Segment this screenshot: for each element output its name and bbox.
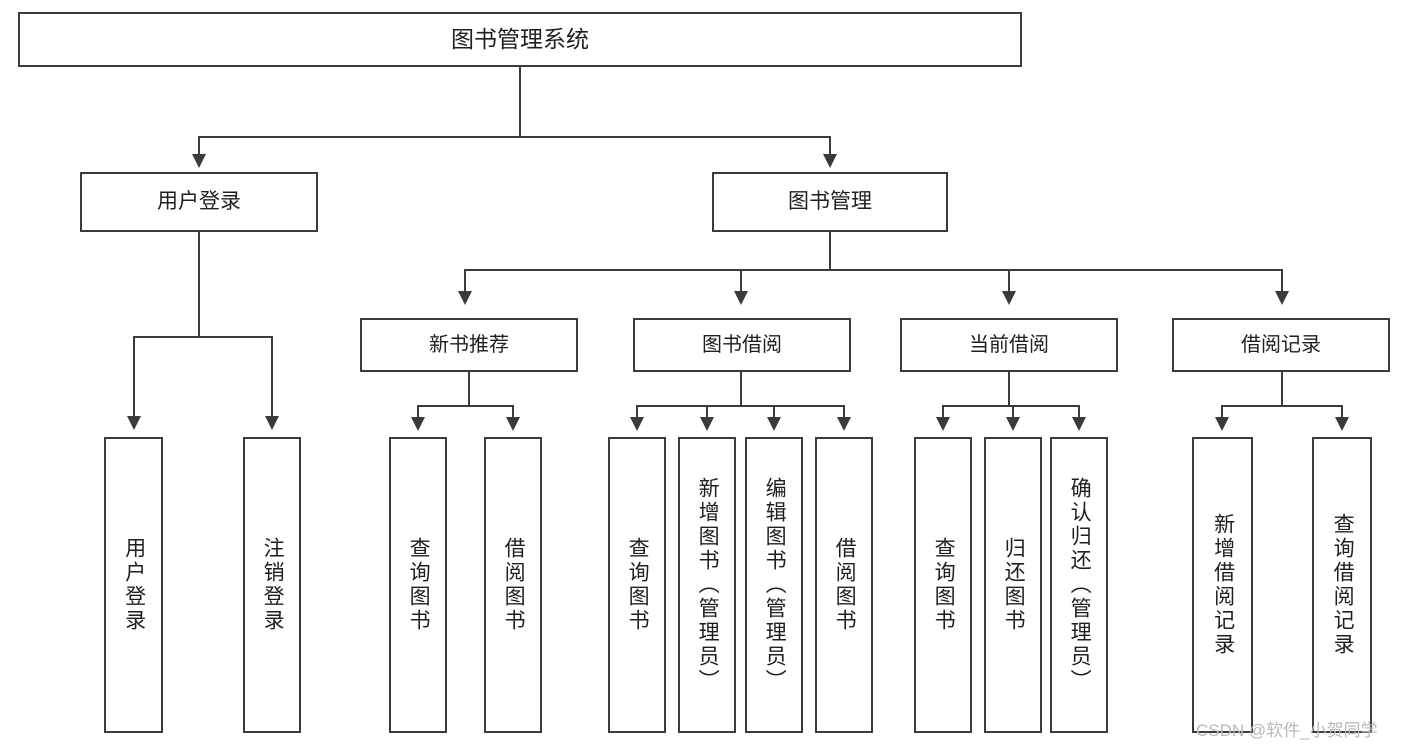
leaf-borrow-book-nbr[interactable]: 借阅图书 <box>484 437 542 733</box>
edge-book-manage-stem <box>829 232 831 270</box>
node-label: 图书管理系统 <box>451 26 589 53</box>
leaf-logout[interactable]: 注销登录 <box>243 437 301 733</box>
node-label: 归还图书 <box>1002 537 1026 633</box>
edge-borrow-record-stem <box>1281 372 1283 406</box>
leaf-query-borrow-record[interactable]: 查询借阅记录 <box>1312 437 1372 733</box>
edge-current-borrow-stem <box>1008 372 1010 406</box>
edge-to-borrow-record <box>1281 269 1283 293</box>
leaf-query-book-cb[interactable]: 查询图书 <box>914 437 972 733</box>
arrow-bb-child-1 <box>630 417 644 431</box>
edge-bb-child-4 <box>843 405 845 419</box>
edge-user-login-to-leaf-1 <box>133 336 135 418</box>
node-label: 图书借阅 <box>702 333 782 356</box>
edge-nbr-child-1 <box>417 405 419 419</box>
leaf-add-borrow-record[interactable]: 新增借阅记录 <box>1192 437 1253 733</box>
edge-br-child-2 <box>1341 405 1343 419</box>
node-label: 查询图书 <box>626 537 650 633</box>
leaf-query-book-nbr[interactable]: 查询图书 <box>389 437 447 733</box>
node-book-borrow[interactable]: 图书借阅 <box>633 318 851 372</box>
leaf-add-book-admin[interactable]: 新增图书（管理员） <box>678 437 736 733</box>
edge-current-borrow-bus <box>942 405 1078 407</box>
arrow-to-borrow-record <box>1275 291 1289 305</box>
edge-borrow-record-bus <box>1221 405 1342 407</box>
leaf-borrow-book-bb[interactable]: 借阅图书 <box>815 437 873 733</box>
edge-bb-child-1 <box>636 405 638 419</box>
node-label: 用户登录 <box>122 537 146 633</box>
edge-root-bus <box>198 136 831 138</box>
edge-root-to-book-manage <box>829 136 831 156</box>
leaf-edit-book-admin[interactable]: 编辑图书（管理员） <box>745 437 803 733</box>
arrow-bb-child-3 <box>767 417 781 431</box>
arrow-to-user-login <box>192 154 206 168</box>
node-label: 新书推荐 <box>429 333 509 356</box>
node-label: 图书管理 <box>788 189 872 213</box>
node-label: 借阅图书 <box>502 537 526 633</box>
edge-new-book-rec-bus <box>417 405 514 407</box>
edge-user-login-to-leaf-2 <box>271 336 273 418</box>
leaf-user-login[interactable]: 用户登录 <box>104 437 163 733</box>
csdn-watermark: CSDN @软件_小贺同学 <box>1196 721 1378 740</box>
arrow-bb-child-2 <box>700 417 714 431</box>
edge-user-login-bus <box>133 336 271 338</box>
node-label: 新增图书（管理员） <box>696 477 720 693</box>
edge-cb-child-2 <box>1012 405 1014 419</box>
arrow-cb-child-2 <box>1006 417 1020 431</box>
arrow-to-leaf-user-login <box>127 416 141 430</box>
arrow-to-new-book-rec <box>458 291 472 305</box>
edge-bb-child-3 <box>773 405 775 419</box>
node-new-book-recommend[interactable]: 新书推荐 <box>360 318 578 372</box>
node-label: 借阅图书 <box>833 537 857 633</box>
node-label: 编辑图书（管理员） <box>763 477 787 693</box>
edge-nbr-child-2 <box>512 405 514 419</box>
arrow-to-leaf-logout <box>265 416 279 430</box>
edge-to-book-borrow <box>740 269 742 293</box>
node-label: 查询图书 <box>407 537 431 633</box>
edge-root-to-user-login <box>198 136 200 156</box>
arrow-nbr-child-1 <box>411 417 425 431</box>
node-label: 用户登录 <box>157 189 241 213</box>
node-root-library-system[interactable]: 图书管理系统 <box>18 12 1022 67</box>
node-current-borrow[interactable]: 当前借阅 <box>900 318 1118 372</box>
node-book-management[interactable]: 图书管理 <box>712 172 948 232</box>
leaf-return-book[interactable]: 归还图书 <box>984 437 1042 733</box>
edge-to-new-book-rec <box>464 269 466 293</box>
node-label: 借阅记录 <box>1241 333 1321 356</box>
arrow-to-book-borrow <box>734 291 748 305</box>
arrow-to-current-borrow <box>1002 291 1016 305</box>
arrow-to-book-manage <box>823 154 837 168</box>
edge-br-child-1 <box>1221 405 1223 419</box>
node-label: 确认归还（管理员） <box>1068 477 1092 693</box>
arrow-br-child-2 <box>1335 417 1349 431</box>
node-user-login[interactable]: 用户登录 <box>80 172 318 232</box>
node-label: 注销登录 <box>261 537 285 633</box>
arrow-bb-child-4 <box>837 417 851 431</box>
node-label: 新增借阅记录 <box>1211 513 1235 657</box>
edge-to-current-borrow <box>1008 269 1010 293</box>
edge-cb-child-1 <box>942 405 944 419</box>
edge-book-borrow-bus <box>636 405 844 407</box>
edge-cb-child-3 <box>1078 405 1080 419</box>
edge-user-login-stem <box>198 232 200 337</box>
edge-new-book-rec-stem <box>468 372 470 406</box>
arrow-nbr-child-2 <box>506 417 520 431</box>
arrow-br-child-1 <box>1215 417 1229 431</box>
leaf-confirm-return-admin[interactable]: 确认归还（管理员） <box>1050 437 1108 733</box>
edge-root-stem <box>519 67 521 137</box>
node-label: 当前借阅 <box>969 333 1049 356</box>
arrow-cb-child-1 <box>936 417 950 431</box>
node-label: 查询借阅记录 <box>1331 513 1355 657</box>
edge-book-borrow-stem <box>740 372 742 406</box>
leaf-query-book-bb[interactable]: 查询图书 <box>608 437 666 733</box>
edge-book-manage-bus <box>464 269 1281 271</box>
node-label: 查询图书 <box>932 537 956 633</box>
arrow-cb-child-3 <box>1072 417 1086 431</box>
node-borrow-record[interactable]: 借阅记录 <box>1172 318 1390 372</box>
edge-bb-child-2 <box>706 405 708 419</box>
